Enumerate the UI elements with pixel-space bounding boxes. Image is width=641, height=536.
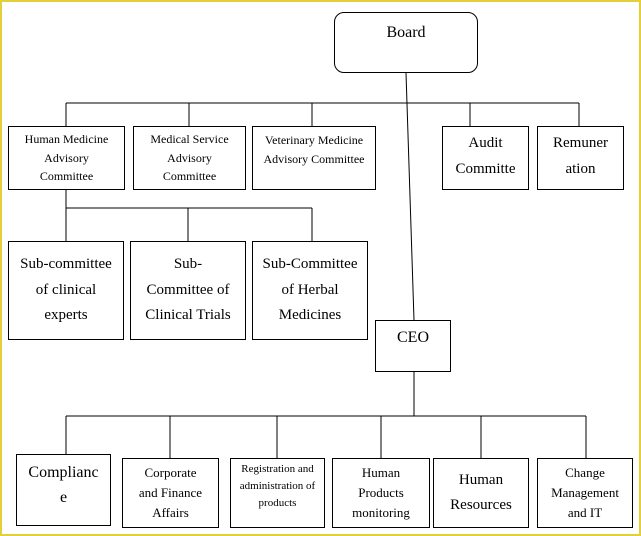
board-box: Board: [334, 12, 478, 73]
registration-label: Registration and administration of produ…: [239, 463, 316, 510]
veterinary-committee-label: Veterinary Medicine Advisory Committee: [263, 133, 365, 166]
compliance-box: Complianc e: [16, 454, 111, 526]
registration-box: Registration and administration of produ…: [230, 458, 325, 528]
ceo-label: CEO: [397, 329, 429, 346]
medical-service-committee-label: Medical Service Advisory Committee: [150, 132, 229, 184]
human-resources-label: Human Resources: [450, 471, 512, 514]
subcommittee-clinical-trials-box: Sub- Committee of Clinical Trials: [130, 241, 246, 340]
audit-committee-box: Audit Committe: [442, 126, 529, 190]
corporate-finance-label: Corporate and Finance Affairs: [138, 464, 203, 521]
products-monitoring-box: Human Products monitoring: [332, 458, 430, 528]
human-medicine-committee-box: Human Medicine Advisory Committee: [8, 126, 125, 190]
subcommittee-herbal-medicines-label: Sub-Committee of Herbal Medicines: [262, 256, 358, 324]
veterinary-committee-box: Veterinary Medicine Advisory Committee: [252, 126, 376, 190]
subcommittee-clinical-experts-box: Sub-committee of clinical experts: [8, 241, 124, 340]
change-management-label: Change Management and IT: [551, 464, 619, 521]
connector-line: [405, 72, 415, 321]
products-monitoring-label: Human Products monitoring: [352, 464, 410, 521]
board-label: Board: [386, 24, 426, 41]
compliance-label: Complianc e: [28, 464, 99, 506]
subcommittee-clinical-experts-label: Sub-committee of clinical experts: [20, 256, 112, 324]
human-medicine-committee-label: Human Medicine Advisory Committee: [24, 132, 109, 184]
medical-service-committee-box: Medical Service Advisory Committee: [133, 126, 246, 190]
remuneration-label: Remuner ation: [553, 135, 608, 177]
ceo-box: CEO: [375, 320, 451, 372]
subcommittee-herbal-medicines-box: Sub-Committee of Herbal Medicines: [252, 241, 368, 340]
subcommittee-clinical-trials-label: Sub- Committee of Clinical Trials: [145, 256, 231, 324]
audit-committee-label: Audit Committe: [455, 135, 516, 177]
human-resources-box: Human Resources: [433, 458, 529, 528]
remuneration-box: Remuner ation: [537, 126, 624, 190]
change-management-box: Change Management and IT: [537, 458, 633, 528]
corporate-finance-box: Corporate and Finance Affairs: [122, 458, 219, 528]
